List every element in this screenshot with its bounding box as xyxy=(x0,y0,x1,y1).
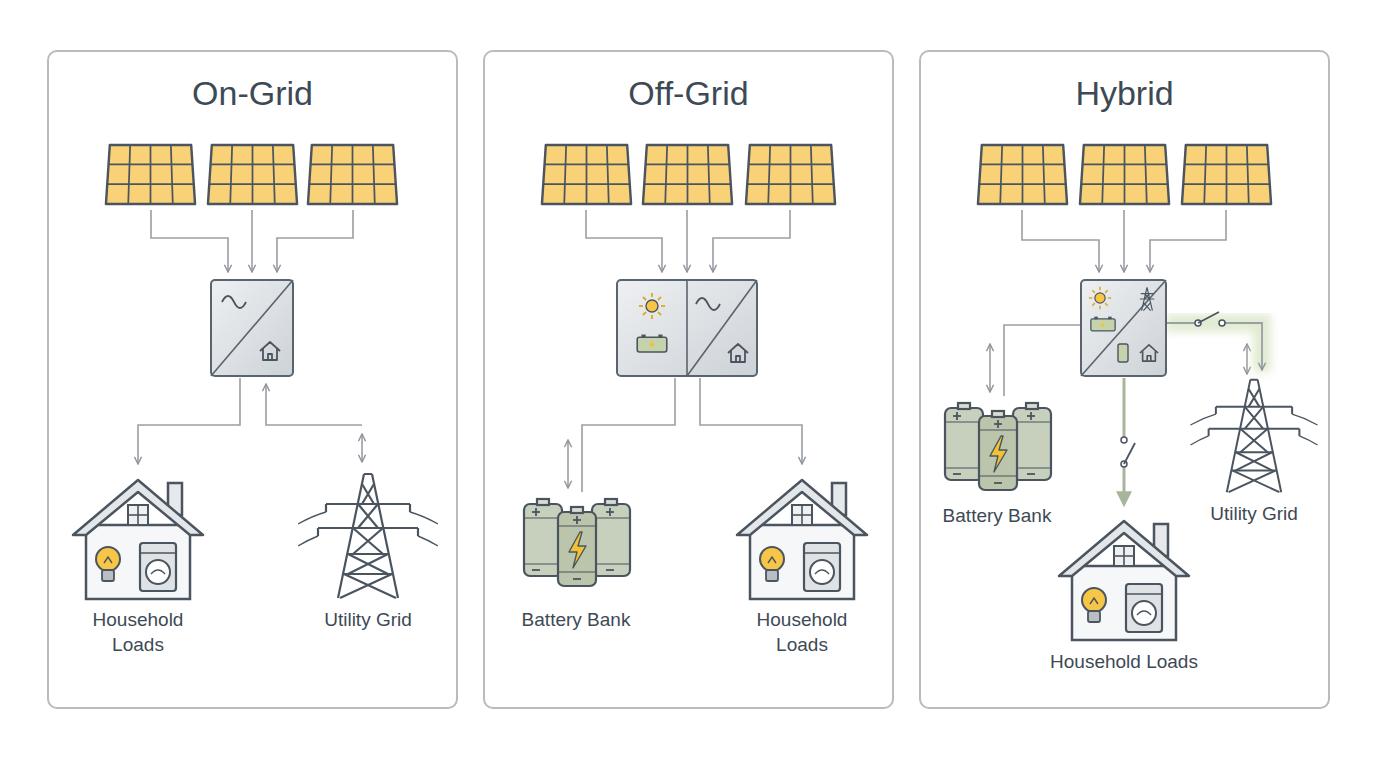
component-label-box: Utility Grid xyxy=(288,606,448,635)
component-label: Battery Bank xyxy=(500,608,652,633)
solar-panels xyxy=(106,145,1271,204)
component-label-box: Battery Bank xyxy=(917,502,1077,531)
panel-title: Off-Grid xyxy=(485,74,892,113)
equipment-icons xyxy=(73,380,1318,640)
component-label-box: Household Loads xyxy=(1014,648,1234,677)
component-label-box: Household Loads xyxy=(68,606,208,659)
component-label-box: Household Loads xyxy=(732,606,872,659)
component-label: Utility Grid xyxy=(1178,502,1330,527)
power-wires xyxy=(138,210,1247,492)
inverter-units xyxy=(211,280,1166,376)
component-label: Household Loads xyxy=(1018,650,1230,675)
component-label: Household Loads xyxy=(72,608,204,657)
component-label: Household Loads xyxy=(736,608,868,657)
panel-title: On-Grid xyxy=(49,74,456,113)
component-label-box: Utility Grid xyxy=(1174,500,1334,529)
system-panel: On-GridHousehold Loads Utility Grid xyxy=(47,50,458,709)
component-label: Battery Bank xyxy=(921,504,1073,529)
panel-title: Hybrid xyxy=(921,74,1328,113)
component-label-box: Battery Bank xyxy=(496,606,656,635)
component-label: Utility Grid xyxy=(292,608,444,633)
system-panel: Off-GridBattery Bank Household Loads xyxy=(483,50,894,709)
system-panel: HybridBattery Bank Utility GridHousehold … xyxy=(919,50,1330,709)
